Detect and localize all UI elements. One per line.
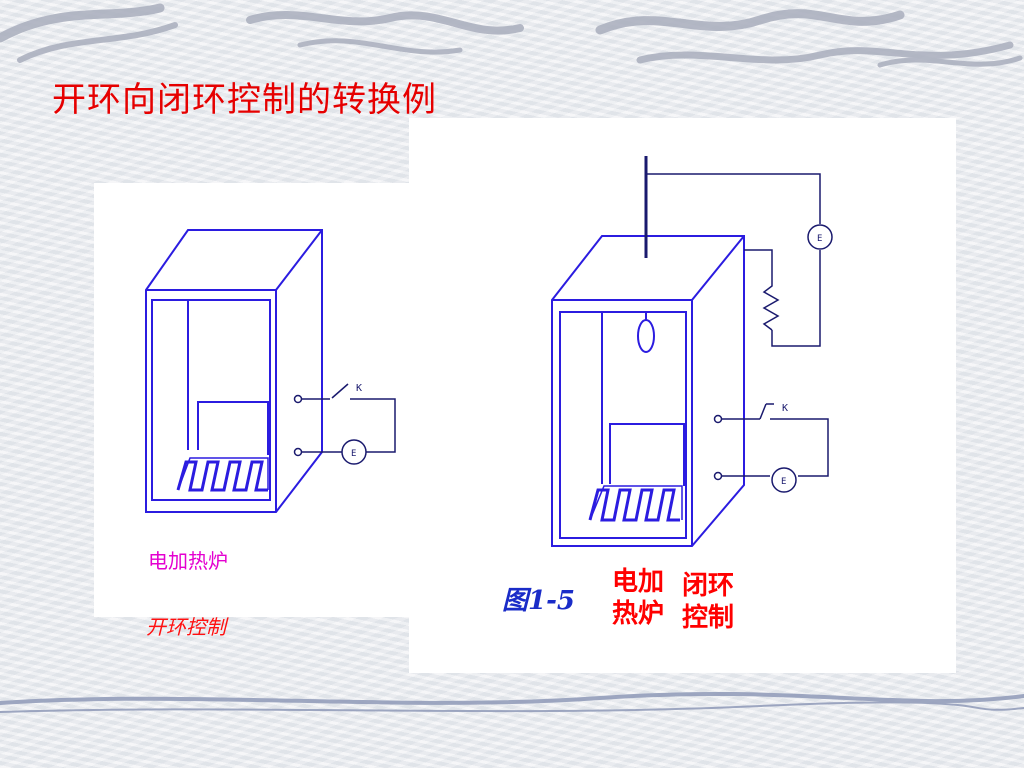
terminal-top [293,394,303,404]
meter-bottom-circle [771,467,797,493]
meter-e-label: E [351,449,356,459]
switch-k [759,403,774,420]
furnace-top-edge [552,235,745,301]
meter-bottom-label: E [781,477,786,487]
meter-e-circle [341,439,367,465]
heating-coil [176,460,268,492]
open-loop-control-label: 开环控制 [146,615,226,639]
furnace-outline [551,235,745,547]
furnace-chamber [559,311,687,539]
heater-lead [609,423,685,486]
closed-loop-control-label: 闭环控制 [682,571,735,633]
resistor [744,249,780,331]
right-furnace-label: 电加热炉 [612,567,665,629]
terminal-top [713,414,723,424]
switch-k-label: K [356,383,362,394]
meter-top-label: E [817,234,822,244]
right-diagram-panel [409,118,956,673]
switch-k-label: K [782,403,788,414]
furnace-chamber [151,299,271,501]
left-furnace-label: 电加热炉 [148,549,228,573]
figure-number: 图1-5 [502,586,575,616]
heating-coil [588,488,680,522]
meter-top-circle [807,224,833,250]
slide-title: 开环向闭环控制的转换例 [52,80,437,120]
terminal-bottom [293,447,303,457]
thermometer-bulb [637,319,655,353]
switch-k [331,383,349,399]
terminal-bottom [713,471,723,481]
heater-lead [197,401,269,455]
